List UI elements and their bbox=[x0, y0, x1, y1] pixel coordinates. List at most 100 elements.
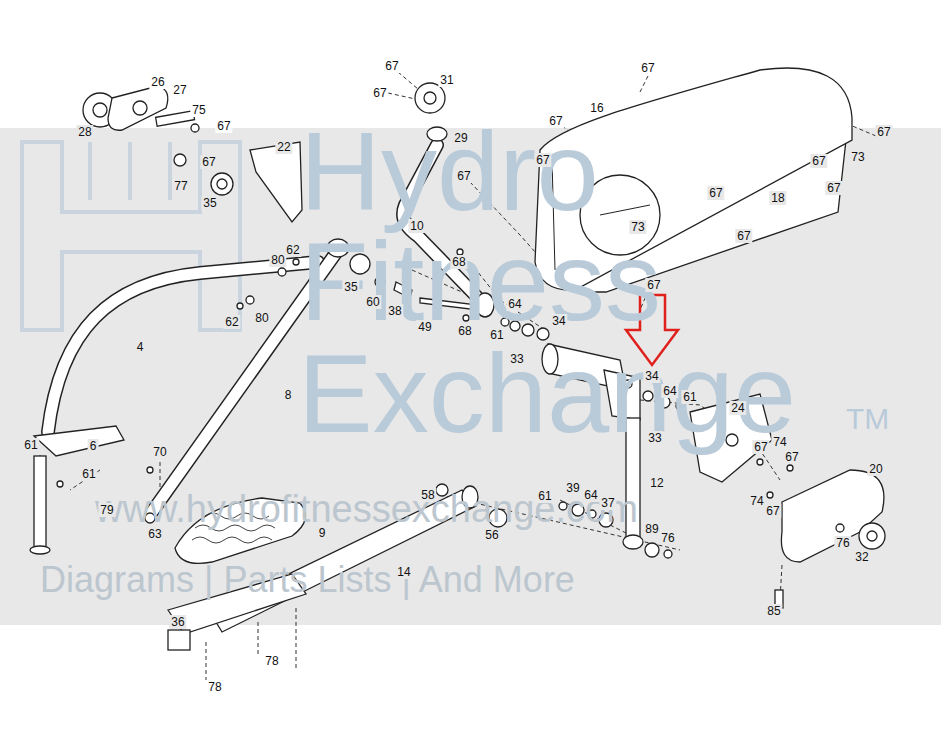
crank-arm bbox=[623, 535, 643, 549]
watermark-text: Diagrams | Parts Lists | And More bbox=[40, 562, 575, 598]
callout-number: 67 bbox=[455, 169, 472, 183]
callout-number: 67 bbox=[875, 125, 892, 139]
callout-number: 26 bbox=[149, 75, 166, 89]
callout-number: 60 bbox=[364, 295, 381, 309]
callout-number: 68 bbox=[450, 255, 467, 269]
watermark-text: Exchange bbox=[298, 338, 796, 450]
callout-number: 67 bbox=[534, 153, 551, 167]
watermark-logo bbox=[22, 142, 240, 330]
callout-number: 76 bbox=[834, 536, 851, 550]
callout-number: 75 bbox=[190, 103, 207, 117]
base-upright bbox=[34, 456, 46, 548]
callout-number: 14 bbox=[395, 565, 412, 579]
upper-hardware bbox=[237, 303, 243, 309]
callout-number: 80 bbox=[269, 253, 286, 267]
callout-number: 35 bbox=[201, 196, 218, 210]
base-upright bbox=[34, 426, 124, 456]
callout-number: 28 bbox=[76, 125, 93, 139]
watermark-logo bbox=[90, 142, 170, 200]
callout-number: 67 bbox=[735, 229, 752, 243]
callout-number: 76 bbox=[659, 531, 676, 545]
lower-hardware bbox=[645, 543, 659, 557]
watermark-text: Hydro bbox=[300, 116, 599, 228]
upper-hardware bbox=[246, 296, 254, 304]
base-upright bbox=[30, 546, 50, 554]
callout-number: 62 bbox=[223, 315, 240, 329]
dashed-alignment-lines bbox=[640, 76, 648, 92]
callout-number: 20 bbox=[867, 462, 884, 476]
watermark-text: www.hydrofitnessexchange.com bbox=[95, 490, 638, 528]
callout-number: 24 bbox=[729, 401, 746, 415]
upper-hardware bbox=[191, 124, 199, 132]
rear-cover bbox=[859, 523, 885, 549]
dashed-alignment-lines bbox=[850, 125, 876, 136]
callout-number: 38 bbox=[386, 304, 403, 318]
callout-number: 62 bbox=[284, 243, 301, 257]
callout-number: 70 bbox=[151, 445, 168, 459]
callout-number: 39 bbox=[564, 481, 581, 495]
callout-number: 67 bbox=[200, 155, 217, 169]
upper-hardware bbox=[424, 92, 436, 104]
rear-cover bbox=[775, 470, 885, 608]
upper-hardware bbox=[93, 103, 107, 117]
callout-number: 32 bbox=[853, 550, 870, 564]
lower-hardware bbox=[836, 524, 844, 532]
lower-hardware bbox=[664, 550, 672, 558]
callout-number: 61 bbox=[681, 390, 698, 404]
callout-number: 67 bbox=[639, 61, 656, 75]
callout-number: 61 bbox=[80, 467, 97, 481]
lower-hardware bbox=[57, 481, 63, 487]
upper-hardware bbox=[211, 173, 233, 195]
callout-number: 73 bbox=[849, 150, 866, 164]
callout-number: 67 bbox=[645, 278, 662, 292]
callout-number: 61 bbox=[488, 328, 505, 342]
callout-number: 77 bbox=[172, 179, 189, 193]
upper-hardware bbox=[174, 154, 186, 166]
callout-number: 67 bbox=[825, 181, 842, 195]
callout-number: 67 bbox=[764, 504, 781, 518]
dashed-alignment-lines bbox=[296, 608, 297, 668]
upper-hardware bbox=[250, 142, 302, 222]
callout-number: 74 bbox=[748, 494, 765, 508]
callout-number: 68 bbox=[456, 324, 473, 338]
callout-number: 33 bbox=[646, 431, 663, 445]
pedal-arm bbox=[168, 630, 190, 650]
callout-number: 64 bbox=[506, 297, 523, 311]
callout-number: 67 bbox=[752, 440, 769, 454]
callout-number: 67 bbox=[783, 450, 800, 464]
callout-number: 79 bbox=[98, 503, 115, 517]
upper-hardware bbox=[156, 111, 195, 126]
lower-hardware bbox=[787, 465, 793, 471]
callout-number: 10 bbox=[408, 219, 425, 233]
callout-number: 16 bbox=[588, 101, 605, 115]
callout-number: 9 bbox=[317, 526, 328, 540]
callout-number: 12 bbox=[648, 476, 665, 490]
rear-cover bbox=[867, 531, 877, 541]
callout-number: 63 bbox=[146, 527, 163, 541]
callout-number: 35 bbox=[342, 280, 359, 294]
callout-number: 85 bbox=[765, 604, 782, 618]
callout-number: 67 bbox=[371, 86, 388, 100]
lower-hardware bbox=[767, 492, 773, 498]
callout-number: 49 bbox=[416, 320, 433, 334]
callout-number: 56 bbox=[483, 528, 500, 542]
callout-number: 78 bbox=[263, 654, 280, 668]
callout-number: 31 bbox=[438, 73, 455, 87]
callout-number: 36 bbox=[169, 615, 186, 629]
upper-hardware bbox=[217, 179, 227, 189]
front-shroud bbox=[600, 205, 650, 215]
upper-hardware bbox=[133, 101, 147, 115]
callout-number: 67 bbox=[810, 154, 827, 168]
callout-number: 33 bbox=[508, 352, 525, 366]
callout-number: 67 bbox=[383, 59, 400, 73]
callout-number: 78 bbox=[206, 680, 223, 694]
callout-number: 37 bbox=[599, 496, 616, 510]
upper-hardware bbox=[293, 259, 299, 265]
lower-hardware bbox=[757, 459, 763, 465]
callout-number: 4 bbox=[135, 340, 146, 354]
callout-number: 67 bbox=[215, 119, 232, 133]
callout-number: 8 bbox=[283, 388, 294, 402]
dashed-alignment-lines bbox=[206, 642, 207, 680]
callout-number: 58 bbox=[419, 488, 436, 502]
watermark-text: TM bbox=[846, 404, 889, 434]
